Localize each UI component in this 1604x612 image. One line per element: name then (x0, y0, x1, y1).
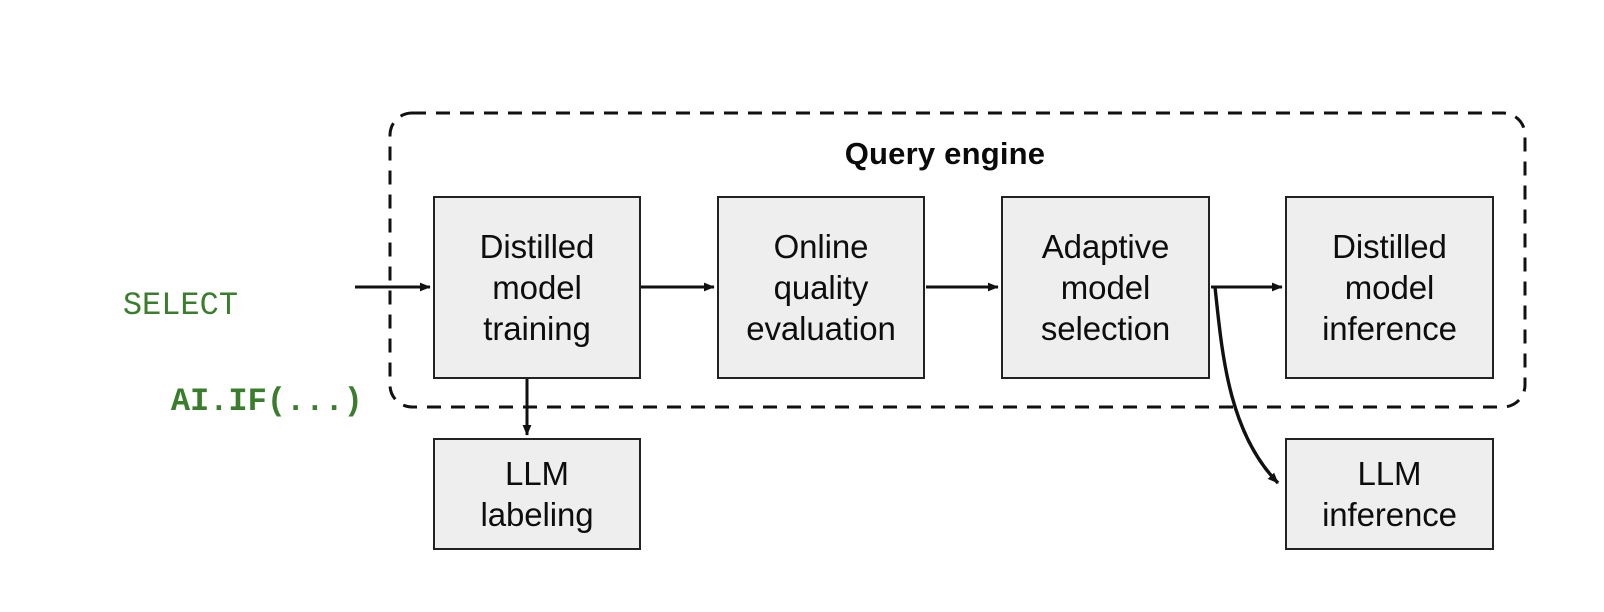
node-line: quality (773, 269, 869, 306)
node-distilled-model-inference[interactable]: Distilled model inference (1285, 196, 1494, 379)
edge-selection-to-llm-inference (1213, 286, 1280, 485)
node-online-quality-evaluation[interactable]: Online quality evaluation (717, 196, 925, 379)
node-adaptive-model-selection[interactable]: Adaptive model selection (1001, 196, 1210, 379)
node-line: inference (1322, 496, 1457, 533)
node-line: labeling (480, 496, 594, 533)
node-line: Distilled (1332, 228, 1447, 265)
node-line: model (1344, 269, 1435, 306)
node-line: LLM (505, 455, 569, 492)
node-line: evaluation (746, 310, 896, 347)
node-line: Distilled (479, 228, 595, 265)
node-line: Adaptive (1041, 228, 1170, 265)
node-line: selection (1040, 310, 1171, 347)
node-line: LLM (1357, 455, 1422, 492)
node-line: Online (773, 228, 869, 265)
node-line: model (492, 269, 582, 306)
sql-function-ai-if: AI.IF(...) (170, 383, 363, 420)
query-engine-container-border (388, 111, 1527, 409)
node-llm-labeling[interactable]: LLM labeling (433, 438, 641, 550)
node-llm-inference[interactable]: LLM inference (1285, 438, 1494, 550)
node-line: training (483, 310, 591, 347)
node-distilled-model-training[interactable]: Distilled model training (433, 196, 641, 379)
sql-keyword-select: SELECT (122, 287, 239, 324)
node-line: model (1060, 269, 1151, 306)
node-line: inference (1322, 310, 1457, 347)
query-engine-title: Query engine (844, 136, 1046, 171)
sql-query-text: SELECT AI.IF(...) (46, 234, 363, 474)
